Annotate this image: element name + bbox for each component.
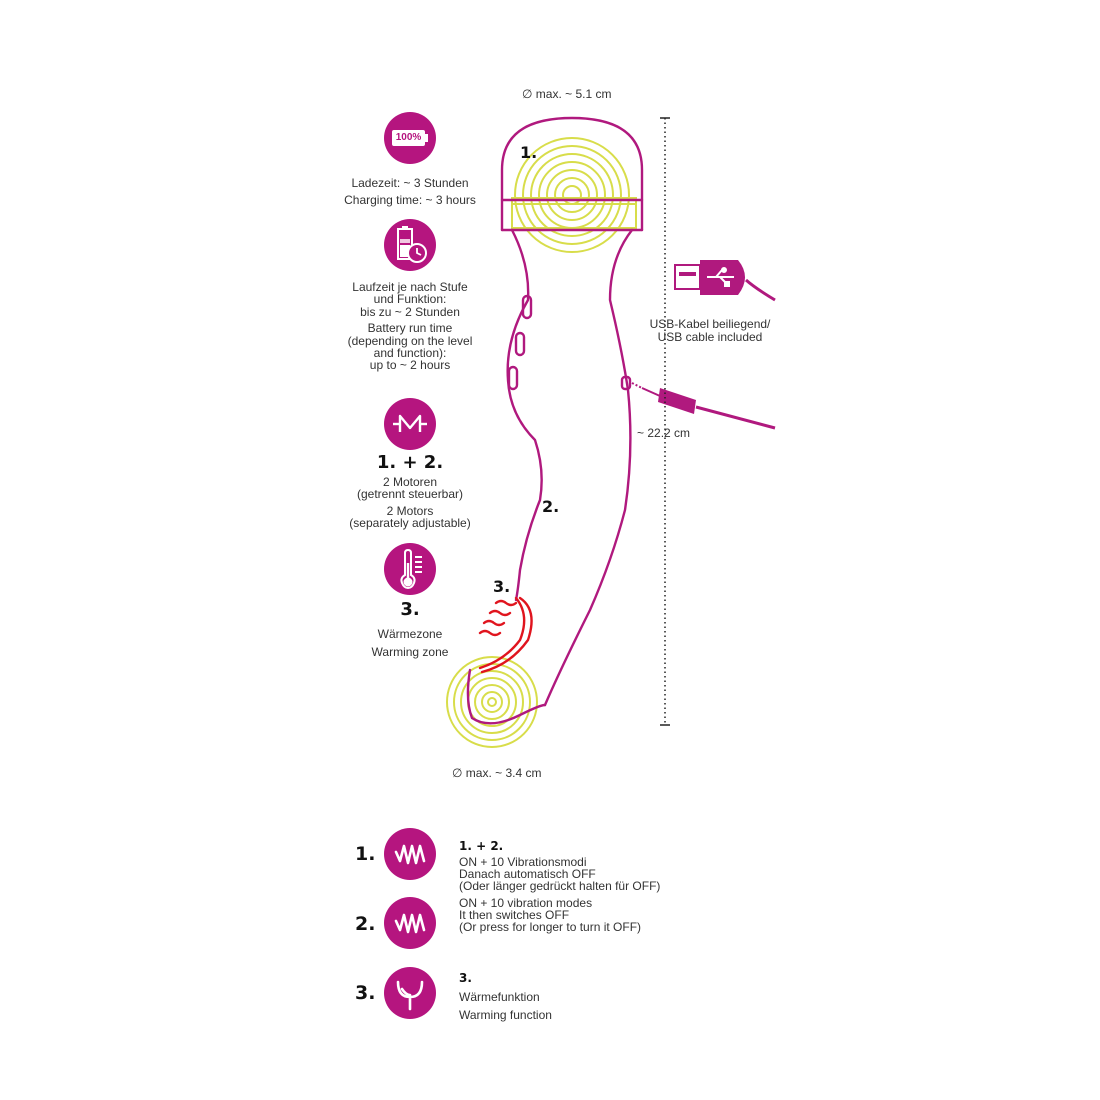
diagram-label-head: 1. [520, 143, 538, 162]
control-number-3: 3. [355, 982, 376, 1004]
battery-icon [392, 130, 428, 146]
motors-text-en2: (separately adjustable) [349, 516, 471, 531]
warming-text-en: Warming zone [371, 645, 449, 659]
tip-outline [466, 668, 547, 725]
control-number-2: 2. [355, 913, 376, 935]
charging-text-en: Charging time: ~ 3 hours [344, 193, 476, 207]
runtime-text-de1: Laufzeit je nach Stufe [352, 280, 468, 294]
runtime-feature-icon [384, 219, 436, 271]
vibration-text-en3: (Or press for longer to turn it OFF) [459, 920, 642, 934]
usb-cable-label-de: USB-Kabel beiliegend/ [649, 317, 771, 331]
usb-cable-label-en: USB cable included [657, 330, 763, 344]
motors-text-de2: (getrennt steuerbar) [356, 487, 464, 502]
warming-number: 3. [400, 599, 420, 620]
charging-feature-icon: 100% [384, 112, 436, 164]
warming-text-de-ctrl: Wärmefunktion [459, 990, 540, 1004]
runtime-text: Laufzeit je nach Stufe und Funktion: bis… [330, 281, 490, 372]
charging-text-de: Ladezeit: ~ 3 Stunden [351, 176, 469, 190]
motors-feature-icon [384, 398, 436, 450]
warming-text-en-ctrl: Warming function [459, 1008, 552, 1022]
warming-text-de: Wärmezone [377, 627, 443, 641]
warming-control-text: 3. Wärmefunktion Warming function [459, 972, 552, 1024]
length-label: ~ 22.2 cm [637, 426, 691, 440]
warming-zone [478, 596, 533, 674]
vibration-text-en2: It then switches OFF [459, 908, 570, 922]
usb-cable-label: USB-Kabel beiliegend/ USB cable included [635, 318, 785, 344]
battery-percent-badge: 100% [395, 132, 422, 143]
battery-clock-icon [397, 226, 427, 263]
charging-text: Ladezeit: ~ 3 Stunden Charging time: ~ 3… [330, 175, 490, 209]
tip-diameter-label: ∅ max. ~ 3.4 cm [452, 766, 542, 780]
vibration-control-text: 1. + 2. ON + 10 Vibrationsmodi Danach au… [459, 840, 660, 933]
usb-plug-icon [674, 260, 776, 302]
diagram-label-warming: 3. [493, 577, 511, 596]
vibration-text-en1: ON + 10 vibration modes [459, 896, 593, 910]
vibration-icon [394, 844, 426, 865]
motors-text-en1: 2 Motors [386, 503, 434, 518]
length-dimension-line [660, 117, 670, 726]
control-button-2 [384, 897, 436, 949]
diagram-label-shaft: 2. [542, 497, 560, 516]
head-band [511, 197, 637, 229]
charging-cable [631, 382, 776, 430]
vibration-control-heading: 1. + 2. [459, 839, 504, 853]
control-button-3 [384, 967, 436, 1019]
runtime-text-en1: Battery run time [367, 321, 453, 336]
control-button-1 [384, 828, 436, 880]
product-diagram [446, 116, 776, 748]
head-diameter-label: ∅ max. ~ 5.1 cm [522, 87, 612, 101]
control-number-1: 1. [355, 843, 376, 865]
runtime-text-en4: up to ~ 2 hours [369, 358, 451, 373]
vibration-text-de1: ON + 10 Vibrationsmodi [459, 855, 587, 869]
motor-icon [393, 414, 427, 432]
motors-text-de1: 2 Motoren [382, 475, 438, 489]
thermometer-icon [400, 548, 422, 590]
runtime-text-en2: (depending on the level [347, 333, 473, 348]
runtime-text-de2: und Funktion: [373, 292, 447, 307]
warming-text: Wärmezone Warming zone [330, 625, 490, 661]
warming-feature-icon [384, 543, 436, 595]
vibration-text-de3: (Oder länger gedrückt halten für OFF) [459, 879, 661, 893]
device-outline [500, 116, 644, 707]
vibration-icon [394, 913, 426, 934]
warming-icon [396, 980, 424, 1011]
warming-control-heading: 3. [459, 971, 472, 985]
motors-text: 2 Motoren (getrennt steuerbar) 2 Motors … [330, 476, 490, 530]
runtime-text-de3: bis zu ~ 2 Stunden [360, 304, 460, 319]
tip-vibration-rings [446, 656, 538, 748]
vibration-text-de2: Danach automatisch OFF [459, 867, 596, 881]
motors-number: 1. + 2. [376, 452, 444, 473]
runtime-text-en3: and function): [373, 346, 447, 361]
